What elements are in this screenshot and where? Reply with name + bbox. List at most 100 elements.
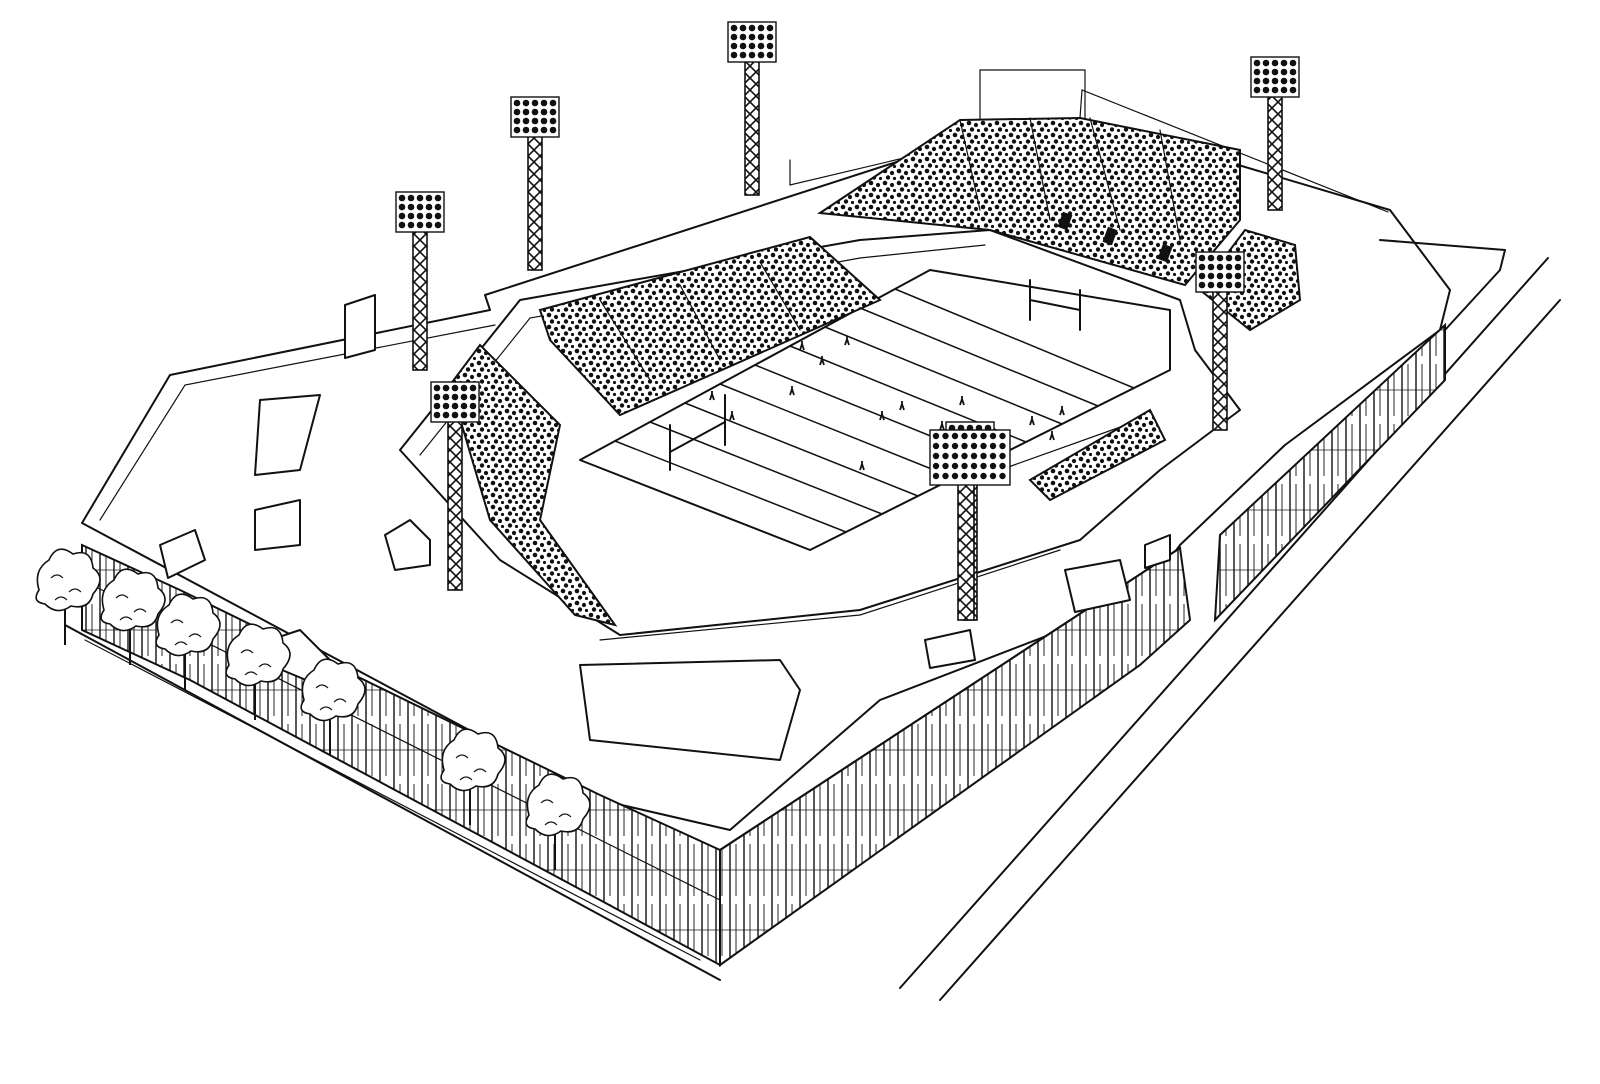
lamp xyxy=(433,402,441,410)
tree-canopy xyxy=(440,728,506,792)
lamp xyxy=(1234,254,1242,262)
street-tree xyxy=(155,593,221,690)
lamp xyxy=(1271,86,1279,94)
lamp xyxy=(961,432,968,440)
lamp xyxy=(961,462,968,470)
player-mark xyxy=(1029,416,1035,426)
player-mark xyxy=(789,386,795,396)
lamp xyxy=(451,411,459,419)
lamp xyxy=(942,452,949,460)
lamp xyxy=(989,432,997,440)
lamp xyxy=(951,452,959,460)
lamp xyxy=(757,51,765,59)
lamp xyxy=(540,108,548,116)
lamp xyxy=(989,442,997,450)
lamp xyxy=(513,126,521,134)
yard-line xyxy=(824,326,1063,425)
south-stand xyxy=(1028,408,1167,502)
lamp xyxy=(1225,272,1233,280)
tree-canopy xyxy=(225,623,291,687)
player-mark xyxy=(709,391,715,401)
street-tree xyxy=(225,623,291,720)
lamp xyxy=(1289,77,1297,85)
north-stand xyxy=(817,116,1241,287)
tree-foliage xyxy=(115,594,147,621)
lamp xyxy=(980,442,987,450)
yard-line xyxy=(719,383,955,479)
lamp xyxy=(549,108,557,116)
lamp xyxy=(730,33,738,41)
player-mark xyxy=(819,356,825,366)
player-mark xyxy=(959,396,965,406)
lamp xyxy=(425,212,433,220)
lamp xyxy=(970,432,978,440)
lamp xyxy=(433,393,441,401)
lamp-bank xyxy=(929,429,1011,486)
lamp xyxy=(980,452,987,460)
lamp xyxy=(1207,272,1215,280)
lamp xyxy=(951,462,959,470)
lamp xyxy=(748,33,756,41)
players xyxy=(709,336,1065,471)
light-tower xyxy=(1195,251,1245,431)
lamp xyxy=(425,221,433,229)
lamp xyxy=(442,384,450,392)
tree-foliage xyxy=(315,684,347,711)
lamp xyxy=(434,221,442,229)
west-stand xyxy=(448,343,618,627)
rooftop-structures xyxy=(159,294,1171,761)
lamp xyxy=(407,203,415,211)
lamp xyxy=(425,203,433,211)
lamp xyxy=(460,411,468,419)
lamp xyxy=(460,402,468,410)
tower-mast xyxy=(1267,94,1283,211)
light-tower xyxy=(510,96,560,271)
lamp xyxy=(442,402,450,410)
lamp xyxy=(999,432,1006,440)
lamp xyxy=(1253,86,1261,94)
lamp xyxy=(442,411,450,419)
lamp xyxy=(1271,68,1279,76)
lamp xyxy=(549,126,557,134)
lamp xyxy=(1225,254,1233,262)
lamp xyxy=(970,442,978,450)
lamp xyxy=(961,442,968,450)
street-trees xyxy=(35,548,591,870)
lamp xyxy=(1262,77,1270,85)
lamp xyxy=(434,203,442,211)
street-tree xyxy=(35,548,101,645)
tower-mast xyxy=(447,419,463,591)
lamp xyxy=(451,402,459,410)
lamp xyxy=(1253,77,1261,85)
lamp xyxy=(1280,77,1288,85)
lamp xyxy=(1280,59,1288,67)
lamp xyxy=(1262,68,1270,76)
lamp xyxy=(425,194,433,202)
lamp xyxy=(442,393,450,401)
lamp xyxy=(398,194,406,202)
tree-canopy xyxy=(300,658,366,722)
yard-line xyxy=(894,288,1135,389)
lamp xyxy=(433,411,441,419)
lamp xyxy=(416,221,424,229)
lamp xyxy=(1234,281,1242,289)
lamp xyxy=(999,442,1006,450)
tree-canopy xyxy=(525,773,591,837)
lamp xyxy=(999,472,1006,480)
lamp xyxy=(1271,77,1279,85)
tree-foliage xyxy=(50,574,82,601)
lamp xyxy=(407,221,415,229)
lamp xyxy=(951,442,959,450)
lamp xyxy=(416,194,424,202)
lamp xyxy=(407,212,415,220)
lamp xyxy=(513,99,521,107)
lamp xyxy=(522,99,530,107)
lamp xyxy=(434,194,442,202)
lamp xyxy=(1289,68,1297,76)
lamp xyxy=(398,212,406,220)
lamp xyxy=(989,472,997,480)
lamp xyxy=(1280,86,1288,94)
lamp xyxy=(766,42,774,50)
lamp xyxy=(1262,59,1270,67)
lamp xyxy=(989,452,997,460)
